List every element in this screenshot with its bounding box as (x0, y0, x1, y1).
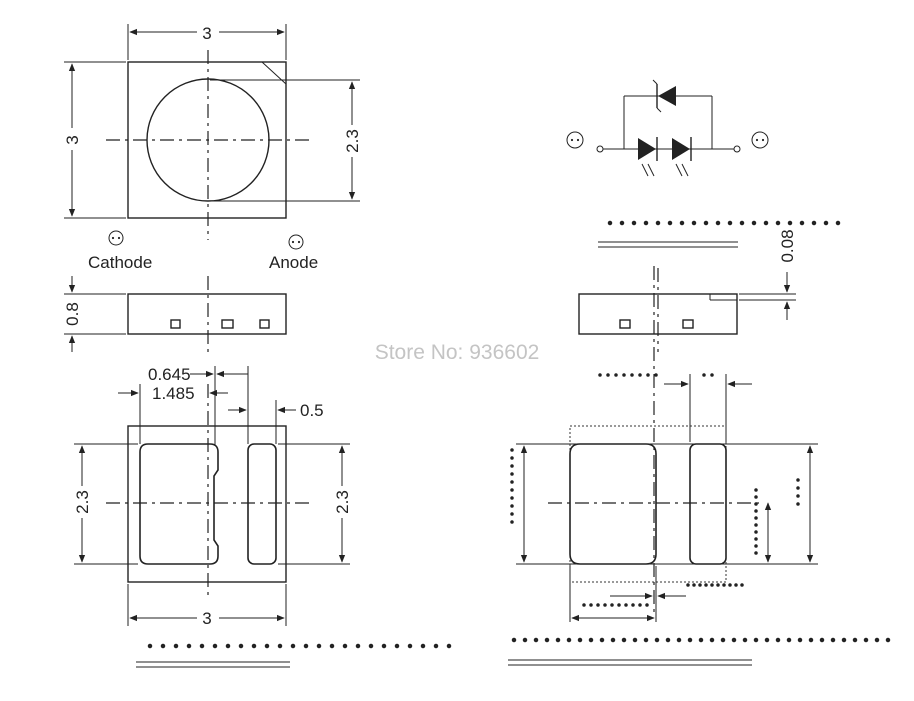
width-label: 3 (202, 24, 211, 43)
lens-label: 2.3 (343, 129, 362, 153)
pad-left-height-label: 2.3 (73, 490, 92, 514)
side-view: 0.8 (63, 276, 287, 352)
dim-1485: 1.485 (152, 384, 195, 403)
dim-0645: 0.645 (148, 365, 191, 384)
obscured-caption-right (598, 220, 843, 248)
anode-pad (247, 443, 277, 565)
footprint-pad-right (689, 443, 727, 565)
zener-diode-icon (658, 86, 676, 106)
led-diode-icon-1 (638, 138, 656, 160)
cathode-polarity-icon (108, 230, 124, 246)
cathode-pad (139, 443, 219, 565)
pin-labels: Cathode Anode (88, 230, 318, 272)
led-diode-icon-2 (672, 138, 690, 160)
cathode-label: Cathode (88, 253, 152, 272)
obscured-caption-left (136, 643, 453, 668)
store-watermark: Store No: 936602 (375, 341, 540, 364)
cathode-chamfer (261, 61, 287, 85)
anode-terminal-icon (751, 131, 769, 149)
cathode-terminal-icon (566, 131, 584, 149)
anode-label: Anode (269, 253, 318, 272)
top-view: 3 3 2.3 (62, 23, 362, 240)
footprint-view (510, 266, 818, 622)
pad-right-height-label: 2.3 (333, 490, 352, 514)
pad-view: 0.645 1.485 0.5 2.3 2.3 3 (72, 365, 352, 628)
height-label: 3 (63, 135, 82, 144)
side-outline (127, 293, 287, 335)
pad-view-outline (127, 425, 287, 583)
right-side-view: 0.08 (578, 229, 797, 352)
obscured-caption-lower-right (508, 637, 895, 666)
thickness-label: 0.08 (778, 229, 797, 262)
pad-bottom-width-label: 3 (202, 609, 211, 628)
circuit-schematic (566, 79, 769, 177)
anode-polarity-icon (288, 234, 304, 250)
footprint-pad-left (569, 443, 657, 565)
dim-05: 0.5 (300, 401, 324, 420)
side-height-label: 0.8 (63, 302, 82, 326)
